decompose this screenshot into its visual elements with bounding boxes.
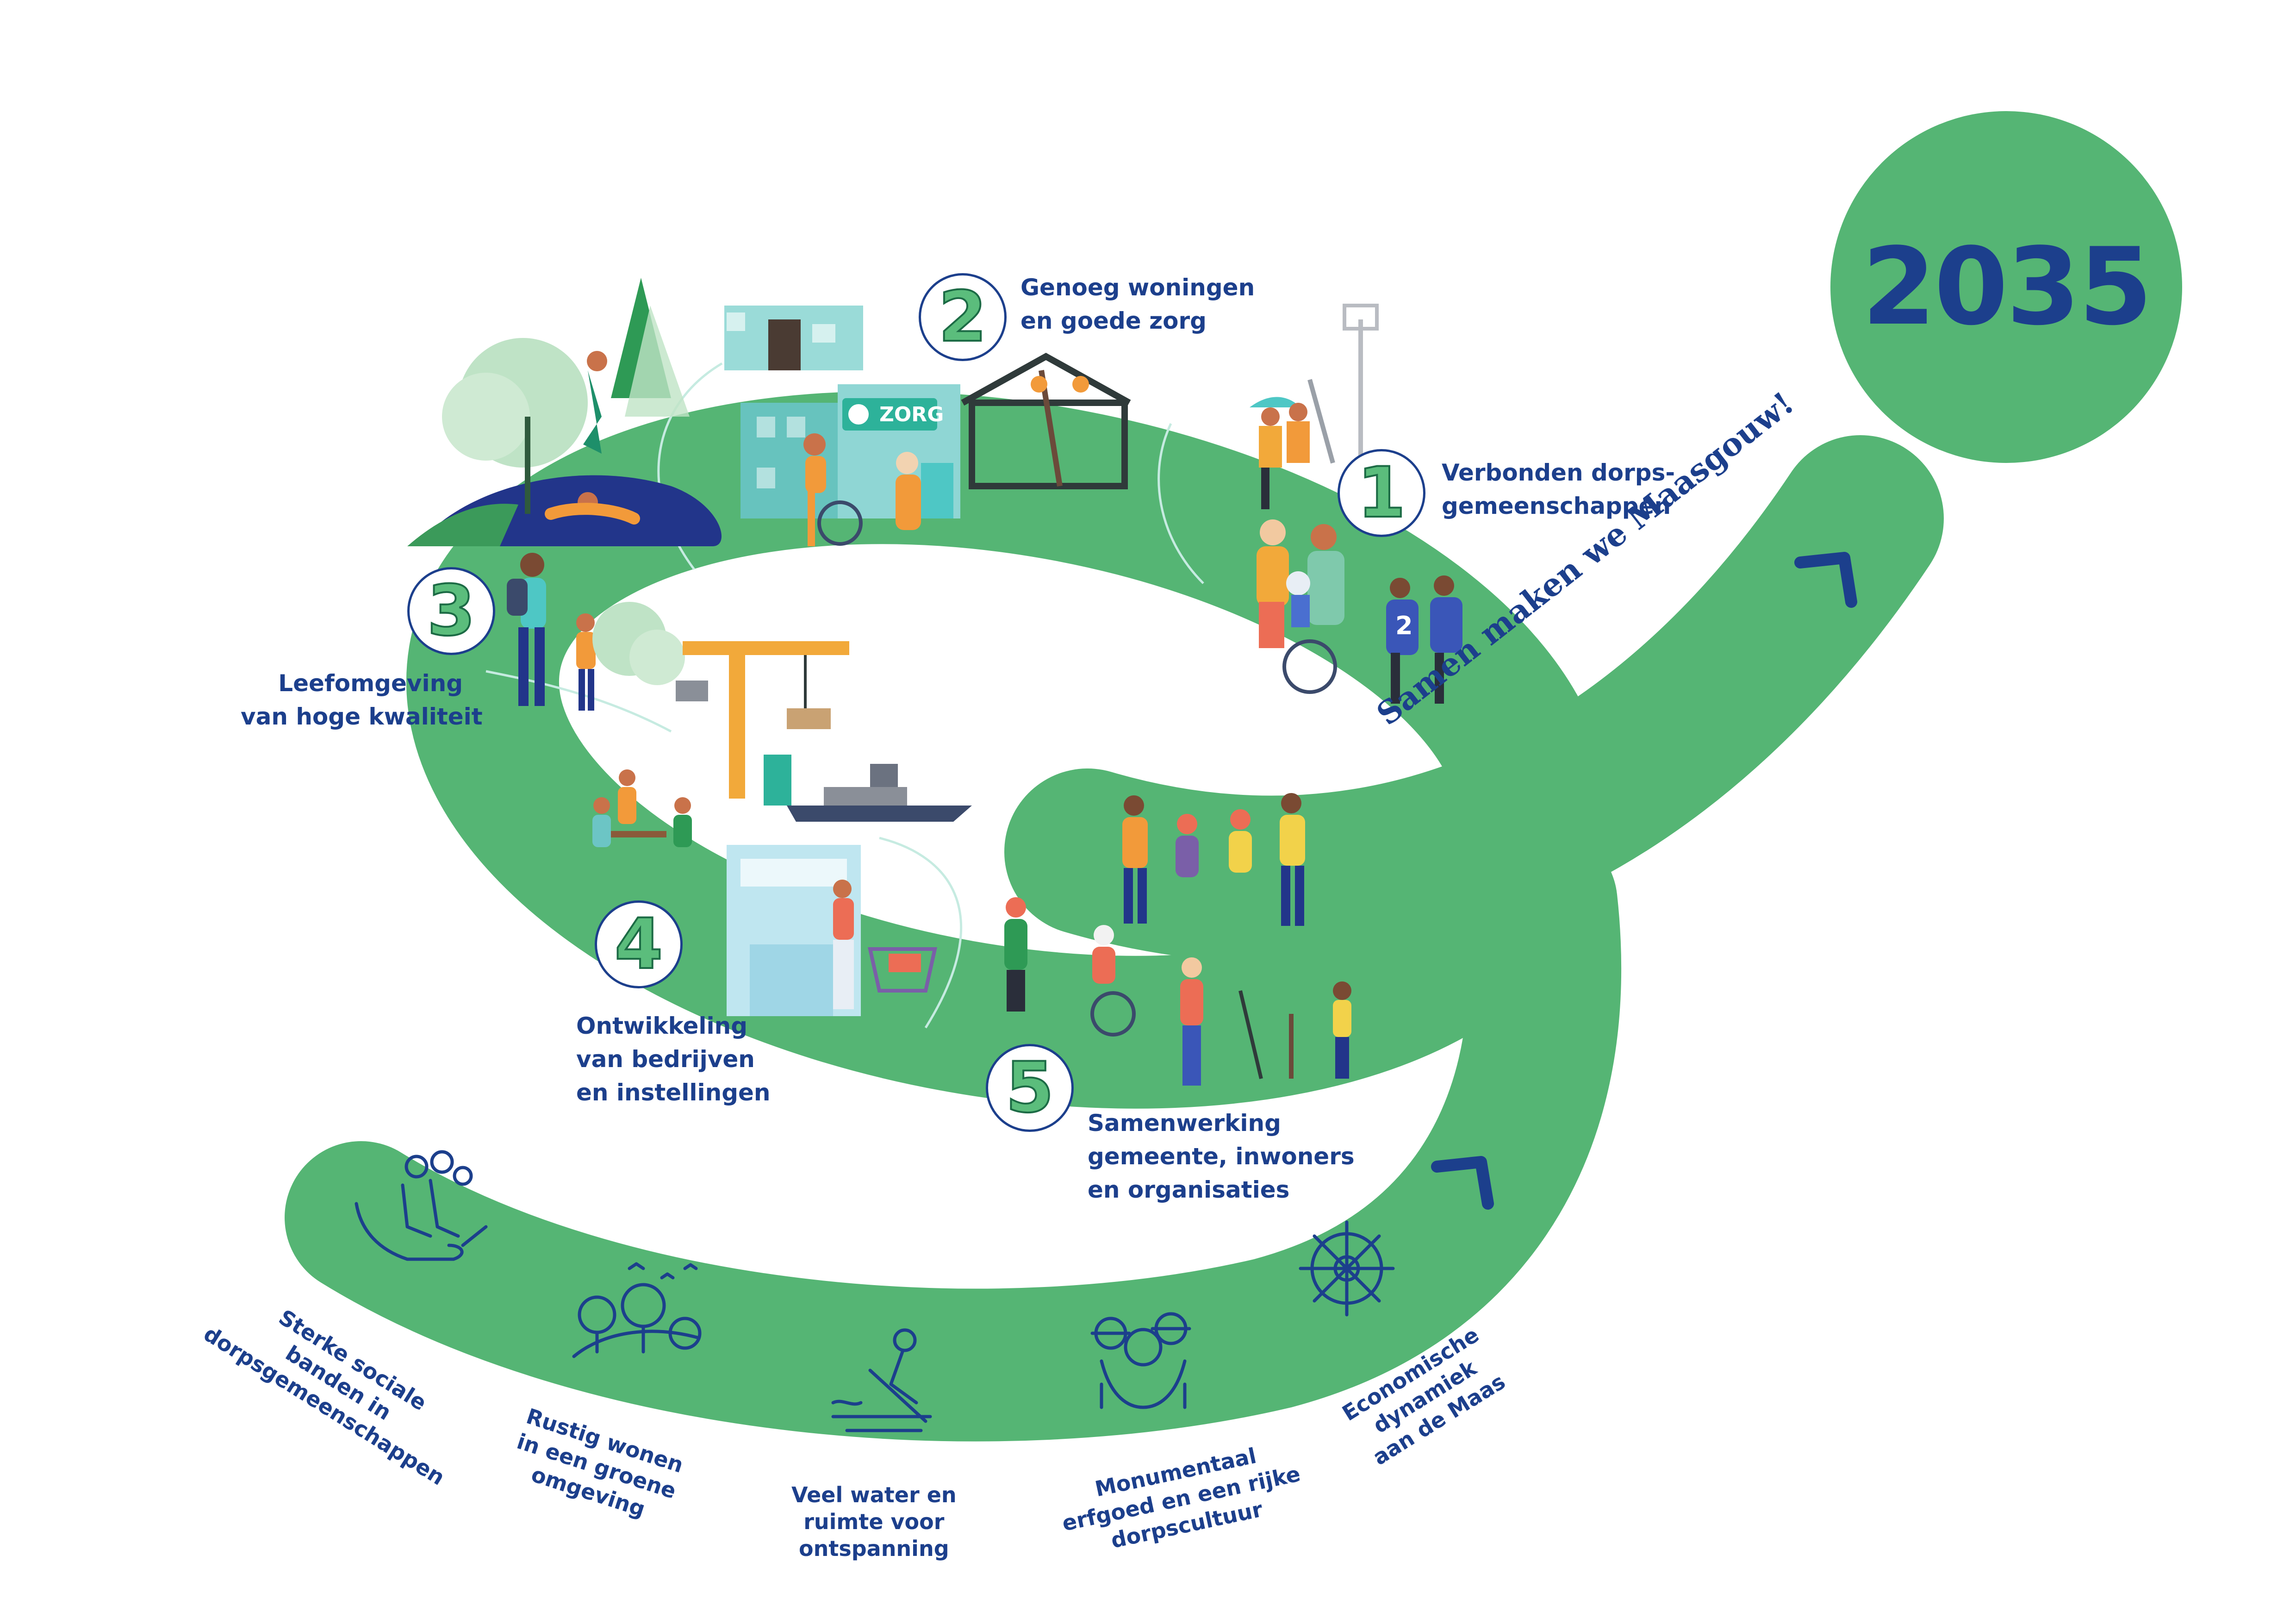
- step-badge-4: 4: [595, 900, 683, 988]
- jersey-number: 2: [1395, 611, 1413, 640]
- medical-cross-icon: [848, 404, 869, 425]
- target-year: 2035: [1861, 225, 2153, 349]
- step-number: 4: [614, 904, 664, 985]
- step-badge-5: 5: [986, 1044, 1074, 1132]
- rower-icon: [831, 1328, 932, 1432]
- step-number: 2: [938, 277, 988, 357]
- construction-scene: [961, 352, 1131, 489]
- collaboration-scene: [1004, 793, 1351, 1086]
- trees-globe-icon: [572, 1262, 702, 1358]
- industry-scene: [676, 641, 972, 822]
- zorg-sign: ZORG: [879, 403, 944, 426]
- step-label-3: Leefomgeving van hoge kwaliteit: [241, 670, 483, 730]
- segment-divider: [1157, 423, 1204, 584]
- target-year-badge: 2035: [1830, 111, 2182, 463]
- direction-arrow-icon: [1794, 552, 1857, 608]
- direction-arrow-icon: [1431, 1156, 1494, 1210]
- community-scene: 2: [1250, 304, 1462, 704]
- step-badge-2: 2: [919, 273, 1007, 361]
- step-number: 5: [1005, 1048, 1055, 1128]
- segment-divider: [879, 837, 963, 1029]
- heritage-people-icon: [1090, 1312, 1191, 1409]
- theme-label-water: Veel water en ruimte voor ontspanning: [791, 1482, 957, 1561]
- hands-people-icon: [355, 1150, 488, 1261]
- step-badge-3: 3: [407, 567, 495, 655]
- nature-scene: [407, 278, 722, 546]
- step-number: 3: [426, 571, 476, 651]
- step-label-5: Samenwerking gemeente, inwoners en organ…: [1088, 1110, 1355, 1203]
- shop-scene: [727, 845, 937, 1016]
- walkers-scene: [507, 553, 685, 711]
- cafe-scene: [592, 769, 692, 847]
- step-badge-1: 1: [1338, 449, 1425, 537]
- rising-arm-band: [1004, 435, 1944, 962]
- ship-wheel-icon: [1299, 1220, 1395, 1317]
- lower-loop-band: [285, 826, 1622, 1442]
- segment-divider: [485, 670, 672, 733]
- step-label-4: Ontwikkeling van bedrijven en instelling…: [576, 1012, 771, 1106]
- step-label-2: Genoeg woningen en goede zorg: [1020, 274, 1255, 334]
- step-number: 1: [1356, 453, 1406, 533]
- step-label-1: Verbonden dorps- gemeenschappen: [1442, 459, 1675, 519]
- housing-care-scene: ZORG: [724, 306, 960, 546]
